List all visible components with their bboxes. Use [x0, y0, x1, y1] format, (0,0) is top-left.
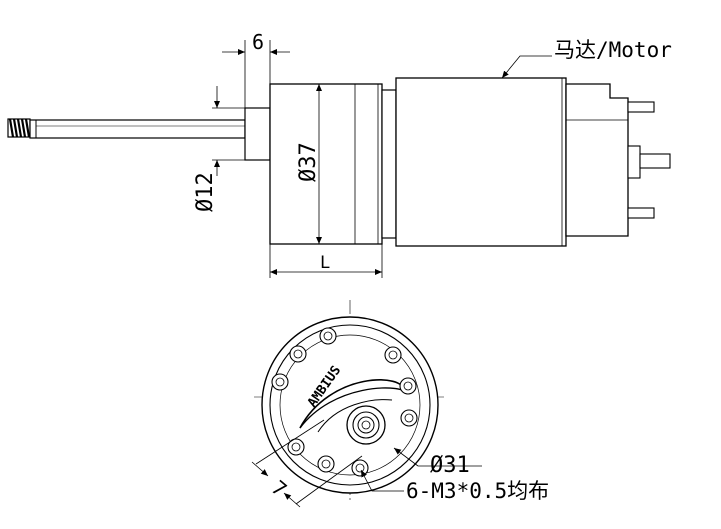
mounting-hole: [271, 373, 289, 391]
motor-callout: 马达/Motor: [501, 38, 672, 79]
dim-flange-label: 6: [252, 30, 264, 54]
mounting-hole: [399, 377, 417, 395]
front-shaft: [346, 405, 386, 445]
dim-length-label: L: [320, 253, 330, 273]
shaft-thread: [7, 118, 31, 138]
mounting-hole: [317, 455, 335, 473]
hole-spec-callout: 6-M3*0.5均布: [360, 469, 549, 503]
bolt-circle-callout: Ø31: [393, 447, 482, 478]
front-outer-body: [261, 316, 439, 494]
motor-terminals: [627, 101, 671, 219]
dim-body-diameter: Ø37: [296, 84, 322, 244]
mounting-hole: [287, 438, 305, 456]
hole-spec-label: 6-M3*0.5均布: [406, 479, 549, 503]
motor-end-cap: [565, 83, 629, 237]
bolt-circle-ring: [279, 334, 421, 476]
gearbox-body: [269, 83, 383, 245]
mounting-hole: [400, 409, 418, 427]
shaft-boss: [244, 107, 271, 161]
mounting-hole: [351, 459, 369, 477]
mounting-holes: [271, 327, 418, 477]
front-view: AMBIUS Ø31 6-M3*0.5均布 7: [251, 300, 549, 508]
mounting-hole: [319, 327, 337, 345]
dim-shaft-boss-label: Ø12: [193, 172, 218, 212]
mounting-hole: [289, 345, 307, 363]
side-view: 6 Ø12 Ø37 L 马达/Motor: [7, 30, 672, 278]
output-shaft: [29, 119, 246, 139]
coupling-ring: [381, 89, 397, 239]
motor-body: [395, 77, 567, 247]
dim-offset-label: 7: [267, 475, 292, 501]
bolt-circle-label: Ø31: [430, 453, 470, 478]
mounting-hole: [384, 346, 402, 364]
front-flange-ring: [269, 324, 431, 486]
dim-flange-thickness: 6: [222, 30, 290, 108]
motor-label: 马达/Motor: [554, 38, 672, 62]
dim-gearbox-length: L: [269, 238, 383, 278]
dim-shaft-boss: Ø12: [193, 86, 245, 212]
dim-body-label: Ø37: [296, 142, 321, 182]
